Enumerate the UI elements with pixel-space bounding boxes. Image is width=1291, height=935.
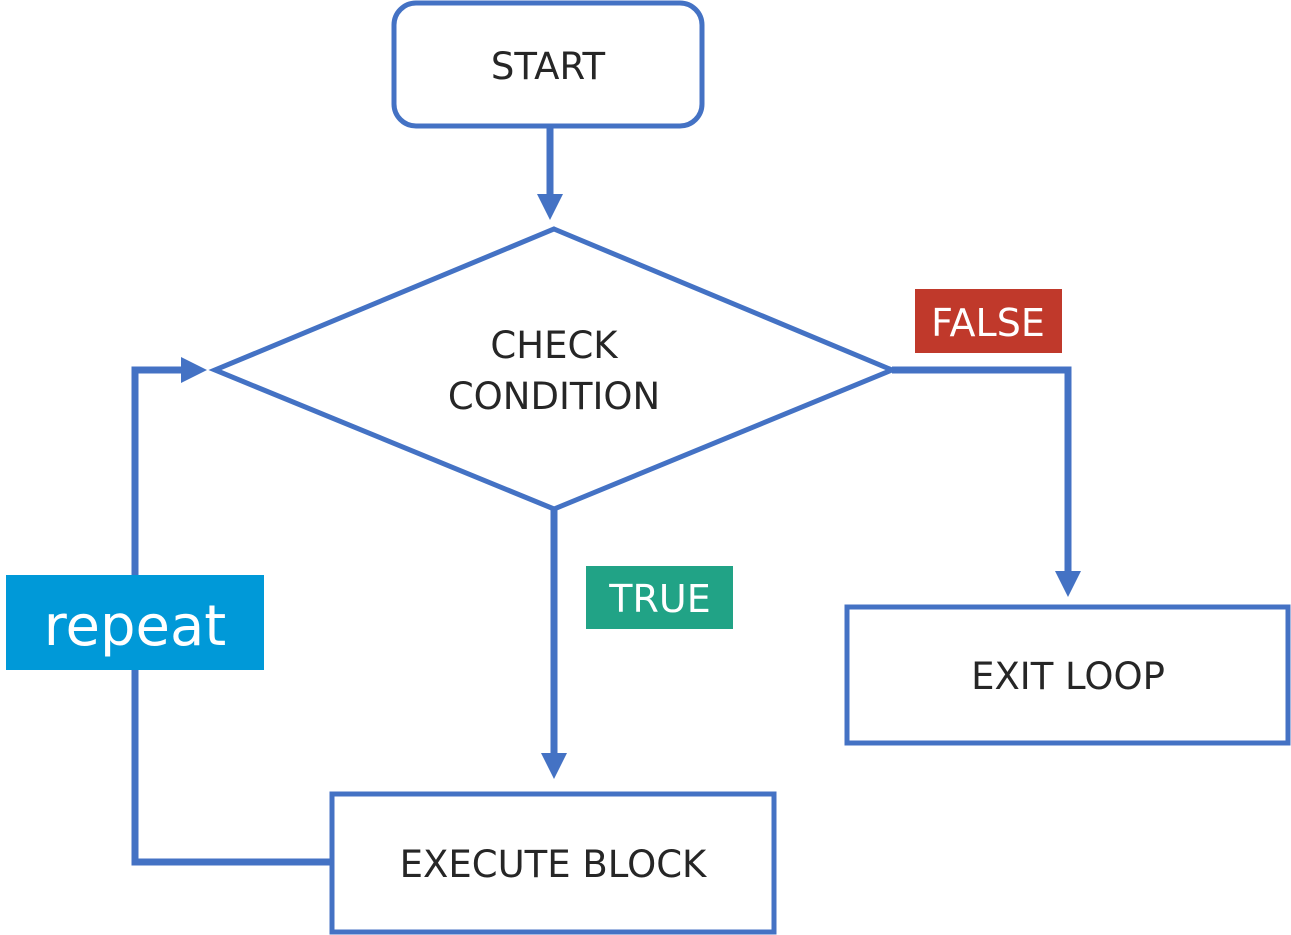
false-branch-connector [892,366,1072,574]
repeat-tag-label: repeat [44,594,227,659]
exit-loop-node [844,604,1291,746]
false-branch-arrowhead [1055,571,1081,597]
condition-label-line1: CHECK [490,324,619,367]
true-tag [586,566,733,629]
condition-label-line2: CONDITION [448,375,660,418]
execute-block-node [329,791,777,935]
true-branch-arrowhead [541,753,567,779]
exit-loop-label: EXIT LOOP [971,655,1165,698]
execute-block-label: EXECUTE BLOCK [400,843,708,886]
true-tag-label: TRUE [608,577,710,621]
false-tag-label: FALSE [931,301,1045,345]
start-to-condition-arrowhead [537,194,563,220]
false-tag [915,289,1062,353]
condition-diamond [208,226,899,512]
start-node [391,0,705,129]
repeat-tag [6,575,264,670]
loop-back-arrowhead [181,357,207,383]
start-label: START [491,45,606,88]
